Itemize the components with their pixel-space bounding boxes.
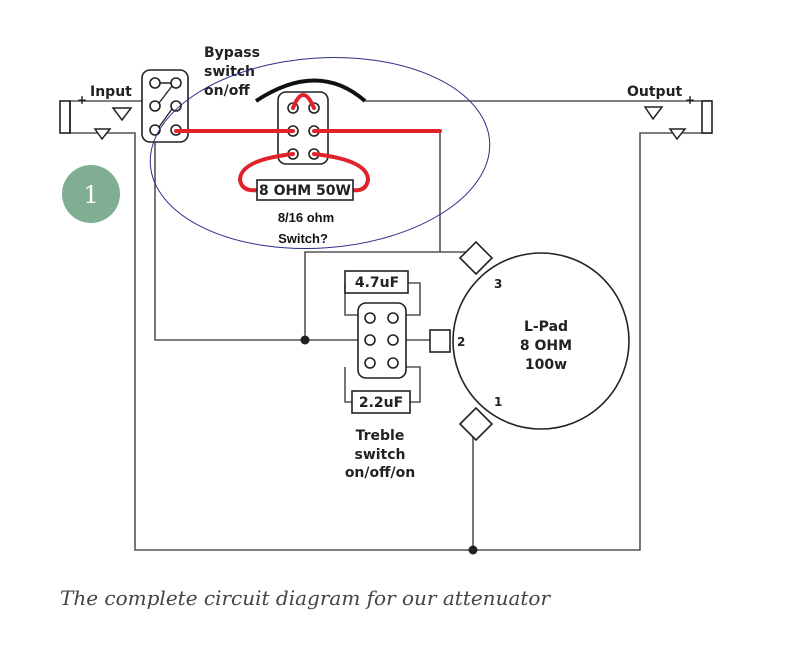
lpad: 3 2 1 L-Pad 8 OHM 100w <box>429 240 630 442</box>
input-jack: + Input <box>59 84 133 141</box>
wire-to-lpad-3 <box>304 131 441 340</box>
wire-cap-top-r <box>405 282 421 316</box>
pin-2-label: 2 <box>457 335 465 349</box>
pin-3-label: 3 <box>494 277 502 291</box>
highlight-ellipse <box>149 56 491 250</box>
lpad-pin-1-terminal <box>458 406 494 442</box>
treble-label-1: Treble <box>356 428 405 444</box>
wire-input-ground <box>70 132 712 551</box>
bypass-label-1: Bypass <box>204 45 260 61</box>
bypass-switch: Bypass switch on/off <box>141 45 260 143</box>
bypass-label-3: on/off <box>204 83 250 99</box>
input-plus-label: + <box>77 93 87 107</box>
output-label: Output <box>627 84 683 100</box>
resistor-box <box>256 179 354 201</box>
output-plus-label: + <box>685 93 695 107</box>
capacitor-2-2uf <box>351 390 411 414</box>
capacitor-4-7uf <box>344 270 409 294</box>
ohm-switch-label-2: Switch? <box>278 231 328 246</box>
lpad-body <box>452 252 630 430</box>
lpad-label-1: L-Pad <box>524 319 568 335</box>
step-badge-number: 1 <box>83 181 98 209</box>
wire-cap-bottom <box>344 367 352 403</box>
treble-label-2: switch <box>354 447 405 463</box>
wire-cap-bottom-r <box>405 366 421 403</box>
pin-1-label: 1 <box>494 395 502 409</box>
figure-caption: The complete circuit diagram for our att… <box>60 586 551 610</box>
red-wire-left-loop <box>237 152 295 193</box>
cap-top-label: 4.7uF <box>355 275 399 291</box>
junction-dot-ground <box>468 545 478 555</box>
resistor-label: 8 OHM 50W <box>259 183 351 199</box>
red-wire-right-loop <box>312 152 371 193</box>
junction-dot-treble <box>300 335 310 345</box>
bypass-label-2: switch <box>204 64 255 80</box>
lpad-pin-3-terminal <box>458 240 494 276</box>
ohm-switch-label-1: 8/16 ohm <box>278 210 334 225</box>
black-jumper-arc <box>254 78 367 103</box>
wire-bypass-to-treble <box>154 140 440 341</box>
output-jack: Output + <box>627 84 713 141</box>
lpad-pin-2-terminal <box>429 329 451 353</box>
red-jumper-top <box>291 93 316 110</box>
treble-switch-group: 4.7uF 2.2uF Treble switch on/off/on <box>344 270 415 481</box>
treble-label-3: on/off/on <box>345 465 415 481</box>
input-label: Input <box>90 84 132 100</box>
cap-bottom-label: 2.2uF <box>359 395 403 411</box>
step-badge: 1 <box>62 165 120 223</box>
lpad-label-3: 100w <box>525 357 567 373</box>
ohm-switch-group: 8 OHM 50W 8/16 ohm Switch? <box>174 78 442 246</box>
lpad-label-2: 8 OHM <box>520 338 572 354</box>
